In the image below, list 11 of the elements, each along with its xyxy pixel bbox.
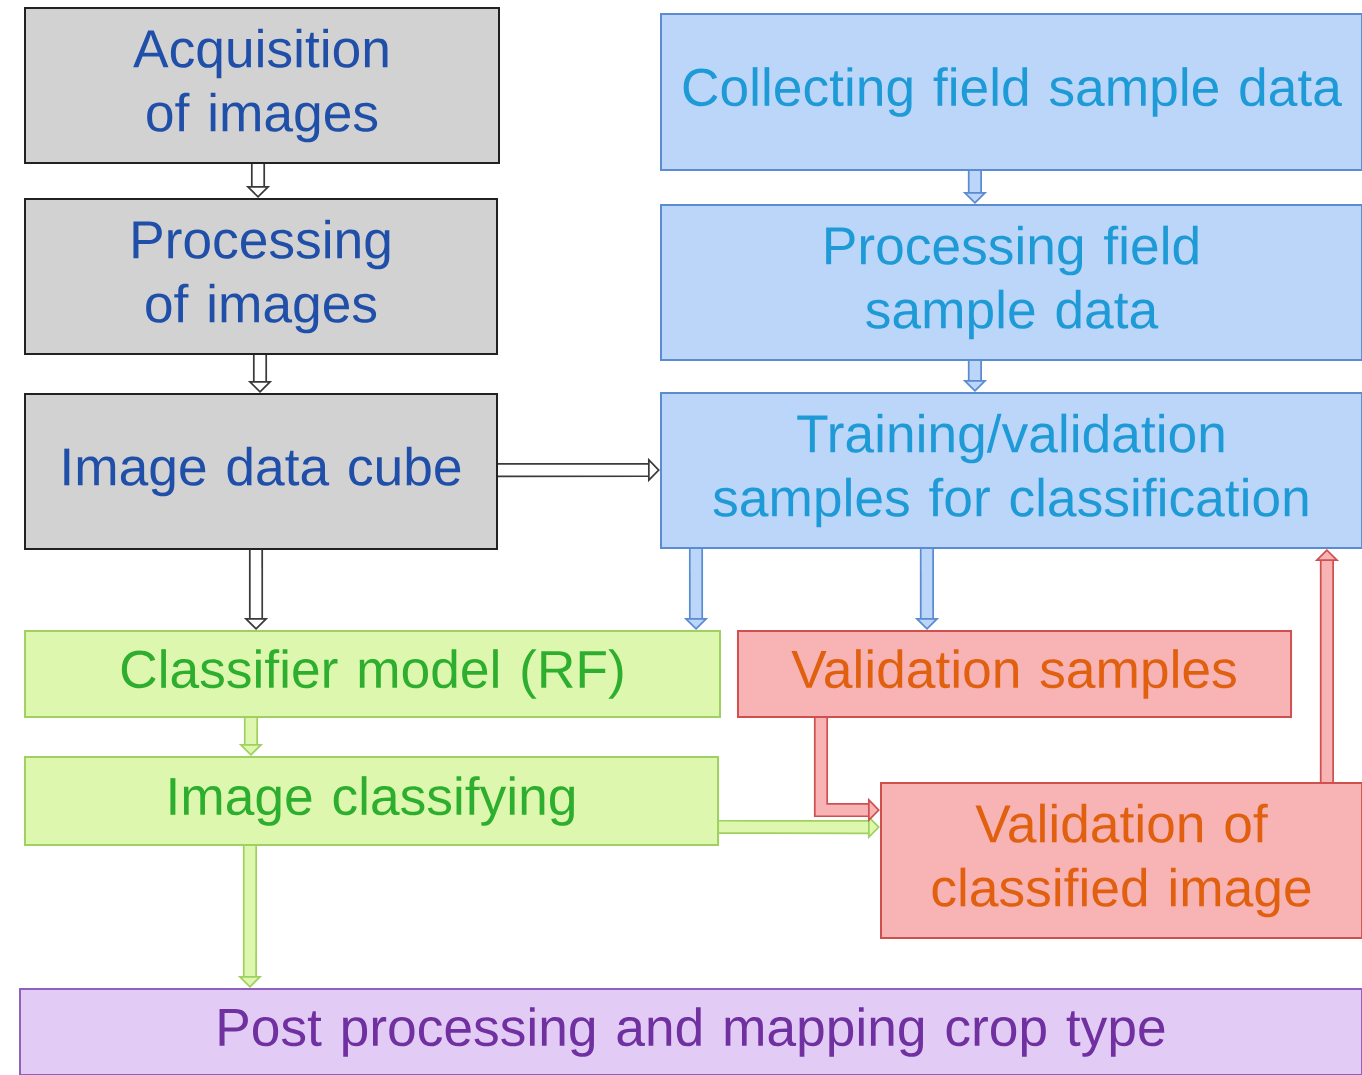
process-box: Validation samples	[737, 630, 1293, 718]
process-box: Image classifying	[23, 756, 720, 846]
process-box: Acquisition of images	[24, 7, 500, 164]
process-box: Classifier model (RF)	[24, 630, 721, 718]
process-box: Validation of classified image	[880, 782, 1362, 939]
process-box: Post processing and mapping crop type	[19, 988, 1362, 1075]
process-box: Processing field sample data	[660, 204, 1362, 361]
process-box: Processing of images	[24, 198, 498, 355]
process-box: Collecting field sample data	[660, 13, 1362, 171]
process-box: Image data cube	[24, 393, 498, 550]
process-box: Training/validation samples for classification	[660, 392, 1362, 549]
